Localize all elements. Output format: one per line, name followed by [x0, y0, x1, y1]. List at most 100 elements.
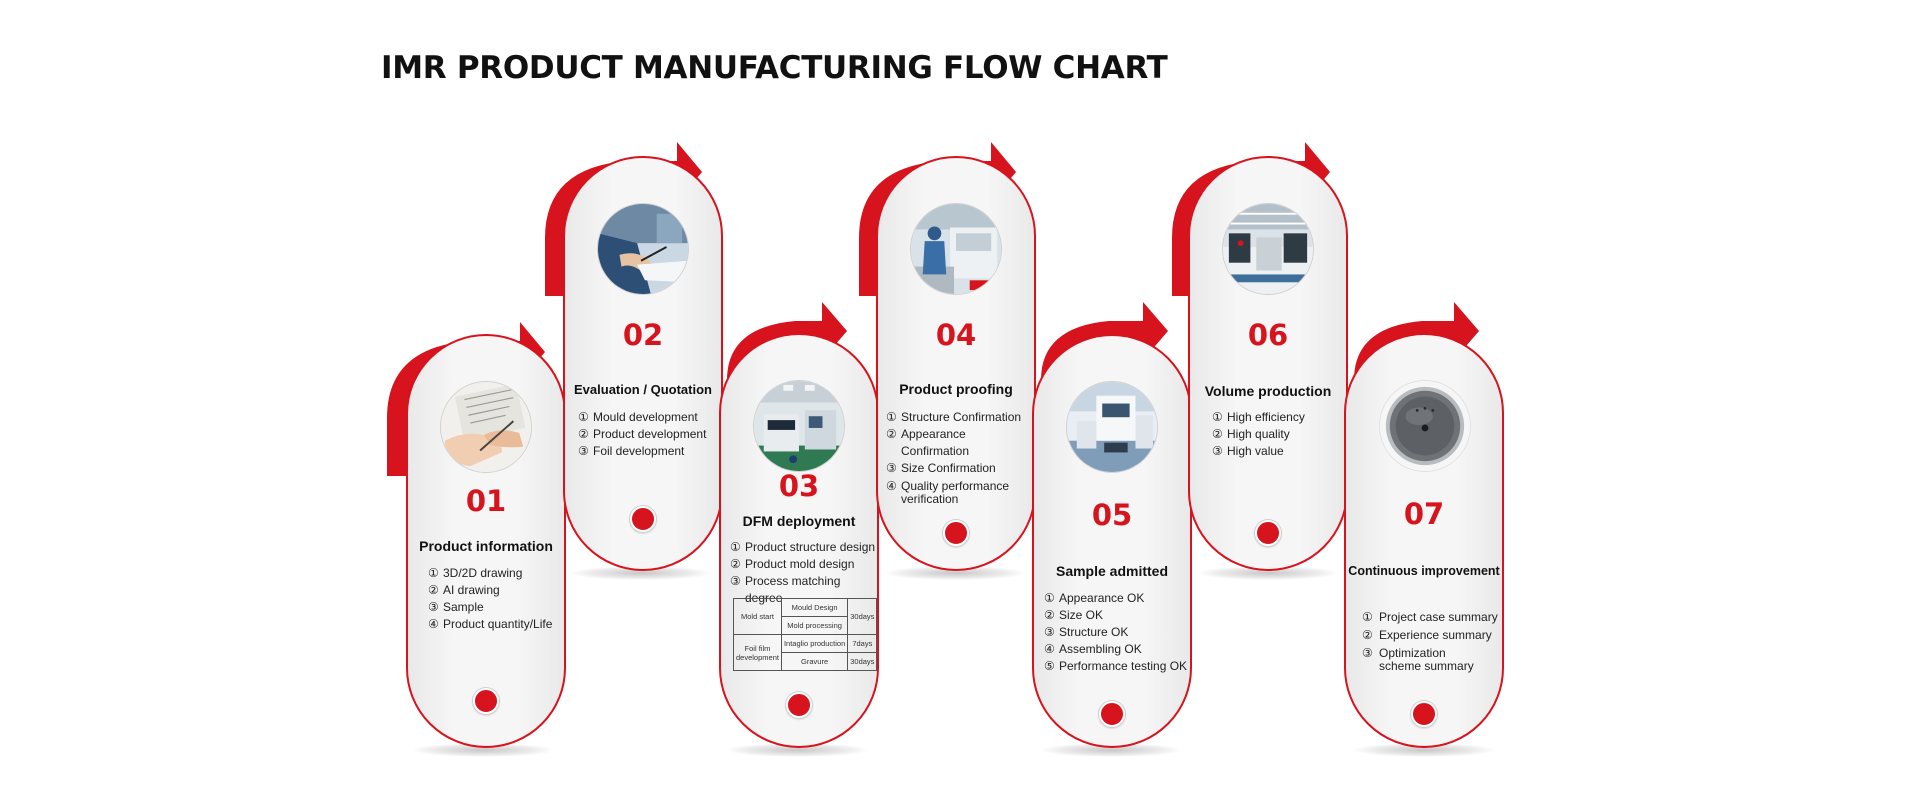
list-item-text: High value	[1227, 443, 1284, 460]
list-item-marker: ④	[1044, 641, 1059, 658]
step-06-dot	[1255, 520, 1281, 546]
table-cell: Mold processing	[781, 617, 847, 635]
step-01-number: 01	[406, 484, 566, 518]
list-item-marker: ①	[1362, 608, 1379, 626]
step-04-photo	[910, 203, 1002, 295]
step-01-title: Product information	[406, 538, 566, 554]
list-item-text: Size OK	[1059, 607, 1103, 624]
list-item-text: AI drawing	[443, 582, 500, 599]
list-item-text: 3D/2D drawing	[443, 565, 522, 582]
step-03-dot	[786, 692, 812, 718]
development-schedule-table: Mold start Mould Design 30days Mold proc…	[733, 598, 877, 671]
list-item-text: Quality performance verification	[901, 480, 1021, 506]
step-04-number: 04	[876, 318, 1036, 352]
table-cell: Mould Design	[781, 599, 847, 617]
list-item-text: Product mold design	[745, 556, 854, 573]
table-cell: Intaglio production	[781, 635, 847, 653]
step-05-items: ①Appearance OK ②Size OK ③Structure OK ④A…	[1044, 590, 1194, 675]
step-07-number: 07	[1344, 497, 1504, 531]
table-cell: Mold start	[734, 599, 782, 635]
list-item-marker: ②	[578, 426, 593, 443]
table-cell: Foil film development	[734, 635, 782, 671]
step-01-dot	[473, 688, 499, 714]
step-07-dot	[1411, 701, 1437, 727]
list-item-marker: ②	[428, 582, 443, 599]
list-item-marker: ①	[578, 409, 593, 426]
list-item-text: Structure Confirmation	[901, 409, 1021, 426]
table-cell: 7days	[848, 635, 877, 653]
list-item-marker: ③	[886, 460, 901, 477]
list-item-marker: ③	[1362, 647, 1379, 673]
list-item-marker: ②	[1362, 626, 1379, 644]
list-item-marker: ④	[886, 480, 901, 506]
step-05-number: 05	[1032, 498, 1192, 532]
step-04-title: Product proofing	[876, 381, 1036, 397]
list-item-text: Experience summary	[1379, 626, 1492, 644]
list-item-marker: ①	[428, 565, 443, 582]
list-item-marker: ③	[1044, 624, 1059, 641]
list-item-marker: ②	[730, 556, 745, 573]
list-item-marker: ①	[886, 409, 901, 426]
step-07-title: Continuous improvement	[1344, 564, 1504, 578]
list-item-marker: ④	[428, 616, 443, 633]
list-item-marker: ①	[1212, 409, 1227, 426]
list-item-text: Appearance Confirmation	[901, 426, 1036, 460]
step-02-number: 02	[563, 318, 723, 352]
list-item-marker: ②	[1212, 426, 1227, 443]
step-03-number: 03	[719, 469, 879, 503]
list-item-text: Appearance OK	[1059, 590, 1144, 607]
step-01-photo	[440, 381, 532, 473]
step-04-dot	[943, 520, 969, 546]
table-cell: 30days	[848, 599, 877, 635]
list-item-text: Assembling OK	[1059, 641, 1142, 658]
list-item-text: Project case summary	[1379, 608, 1498, 626]
step-02-title: Evaluation / Quotation	[563, 382, 723, 397]
list-item-marker: ②	[1044, 607, 1059, 624]
list-item-text: High quality	[1227, 426, 1290, 443]
list-item-marker: ③	[1212, 443, 1227, 460]
list-item: ②High quality	[1212, 426, 1332, 443]
step-06-title: Volume production	[1188, 383, 1348, 399]
table-cell: 30days	[848, 653, 877, 671]
step-02-photo	[597, 203, 689, 295]
step-06-items: ①High efficiency ②High quality ③High val…	[1212, 409, 1332, 460]
list-item: ④Product quantity/Life	[428, 616, 558, 633]
list-item-text: Sample	[443, 599, 484, 616]
step-05-dot	[1099, 701, 1125, 727]
list-item-marker: ①	[1044, 590, 1059, 607]
list-item-marker: ③	[428, 599, 443, 616]
list-item-text: Mould development	[593, 409, 698, 426]
list-item: ①Project case summary	[1362, 608, 1502, 626]
step-02-dot	[630, 506, 656, 532]
list-item-text: High efficiency	[1227, 409, 1305, 426]
table-row: Foil film development Intaglio productio…	[734, 635, 877, 653]
list-item-text: Product quantity/Life	[443, 616, 552, 633]
list-item-text: Product structure design	[745, 539, 875, 556]
step-03-photo	[753, 380, 845, 472]
step-06-photo	[1222, 203, 1314, 295]
list-item: ③Optimization scheme summary	[1362, 647, 1502, 673]
step-05-photo	[1066, 381, 1158, 473]
step-05-title: Sample admitted	[1032, 563, 1192, 579]
list-item: ④Quality performance verification	[886, 480, 1036, 506]
step-03-title: DFM deployment	[719, 513, 879, 529]
